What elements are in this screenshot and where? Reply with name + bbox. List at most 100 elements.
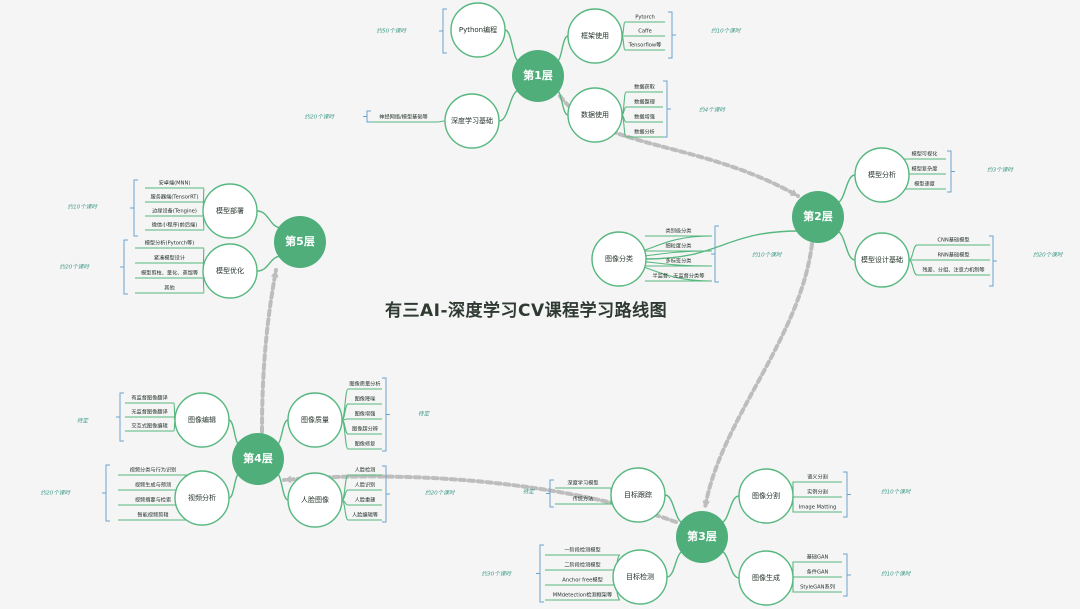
branch-node: 视频分析 — [174, 470, 230, 526]
branch-connector — [719, 495, 740, 524]
layer-node-label: 第5层 — [285, 234, 315, 248]
group-bracket — [382, 465, 390, 523]
branch-node-circle — [202, 243, 258, 299]
leaf-item-label: 语义分割 — [807, 473, 828, 481]
leaf-item-label: 多标签分类 — [666, 257, 692, 265]
layer-node-label: 第2层 — [803, 209, 833, 223]
branch-node-circle — [174, 392, 230, 448]
leaf-connector — [792, 496, 842, 498]
branch-node: 目标检测 — [612, 549, 668, 605]
hours-note: 约20个课时 — [425, 490, 456, 497]
hours-note: 约20个课时 — [1033, 252, 1064, 259]
leaf-item-label: 残差、分组、注意力机制等 — [922, 266, 984, 274]
group-bracket — [102, 464, 110, 522]
branch-node-label: 深度学习基础 — [451, 116, 493, 125]
hours-note: 约3个课时 — [987, 167, 1014, 174]
group-bracket — [116, 392, 124, 442]
leaf-item-label: 边缘设备(Tengine) — [152, 207, 197, 215]
branch-node-label: 图像质量 — [301, 415, 329, 424]
leaf-item-label: 实例分割 — [807, 488, 828, 496]
hours-note: 约20个课时 — [60, 264, 91, 271]
branch-node: Python编程 — [450, 2, 506, 58]
hours-note: 约30个课时 — [482, 571, 513, 578]
leaf-item-label: MMdetection检测框架等 — [553, 591, 612, 599]
leaf-item-label: 人脸编辑等 — [352, 511, 378, 519]
branch-node: 模型设计基础 — [854, 232, 910, 288]
branch-node-label: 图像编辑 — [188, 415, 216, 424]
leaf-connector — [792, 576, 842, 578]
branch-node: 图像质量 — [287, 392, 343, 448]
leaf-connector — [908, 259, 990, 276]
branch-node: 目标跟踪 — [610, 467, 666, 523]
group-bracket — [363, 110, 371, 123]
branch-node-circle — [738, 550, 794, 606]
branch-node: 模型分析 — [854, 147, 910, 203]
leaf-item-label: Anchor free模型 — [562, 576, 603, 584]
branch-node-circle — [450, 2, 506, 58]
branch-node-label: 视频分析 — [188, 493, 216, 502]
leaf-item-label: 图像降噪 — [355, 395, 377, 403]
branch-node-circle — [612, 549, 668, 605]
leaf-item-label: 其他 — [164, 284, 174, 292]
leaf-item-label: Image Matting — [799, 505, 837, 511]
layer-node-label: 第1层 — [523, 68, 553, 82]
leaf-item-label: 图像修复 — [355, 440, 376, 448]
branch-node-circle — [174, 470, 230, 526]
branch-connector — [645, 230, 800, 260]
branch-connector — [228, 472, 241, 499]
layer-node-circle — [274, 216, 326, 268]
layer-node: 第4层 — [232, 433, 284, 485]
branch-node-circle — [202, 183, 258, 239]
group-bracket — [382, 377, 390, 452]
leaf-item-label: 图像超分辨 — [352, 425, 378, 433]
leaf-connector — [125, 416, 176, 421]
branch-node-circle — [591, 231, 647, 287]
hours-note: 约10个课时 — [711, 28, 742, 35]
arrow-layer2-to-layer3 — [703, 242, 814, 510]
group-bracket — [663, 80, 671, 138]
leaf-item-label: 紧凑模型设计 — [154, 254, 185, 262]
hours-note: 约10个课时 — [752, 252, 783, 259]
layer-node: 第3层 — [676, 511, 728, 563]
layer-node-label: 第4层 — [243, 451, 273, 465]
leaf-item-label: 交互式图像编辑 — [131, 422, 167, 430]
branch-node: 框架使用 — [567, 8, 623, 64]
branch-node: 人脸图像 — [287, 472, 343, 528]
branch-node-circle — [610, 467, 666, 523]
hours-note: 约10个课时 — [881, 571, 912, 578]
branch-connector — [275, 472, 289, 501]
leaf-item-label: 安卓端(MNN) — [159, 179, 191, 187]
layer-node: 第2层 — [792, 191, 844, 243]
branch-node-circle — [287, 392, 343, 448]
branch-connector — [504, 29, 521, 63]
leaf-item-label: 图像质量分析 — [349, 380, 380, 388]
hours-note: 约10个课时 — [881, 489, 912, 496]
leaf-item-label: 细粒度分类 — [666, 242, 692, 250]
leaf-item-label: Caffe — [638, 29, 652, 35]
leaf-item-label: 视频分类与行为识别 — [130, 466, 177, 474]
branch-node-circle — [567, 8, 623, 64]
branch-connector — [835, 174, 856, 204]
group-bracket — [668, 11, 676, 59]
branch-connector — [719, 550, 740, 579]
leaf-item-label: 模型可视化 — [912, 150, 938, 158]
leaf-item-label: StyleGAN系列 — [800, 583, 835, 591]
leaf-item-label: 服务器端(TensorRT) — [151, 193, 199, 201]
layer-node-circle — [792, 191, 844, 243]
branch-node-label: 模型部署 — [216, 206, 244, 215]
branch-node-label: 模型优化 — [216, 266, 244, 275]
leaf-item-label: 数据增强 — [634, 113, 655, 121]
leaf-item-label: 基础GAN — [807, 553, 829, 561]
leaf-item-label: 半监督、无监督分类等 — [653, 272, 705, 280]
group-bracket — [546, 479, 554, 508]
leaf-item-label: 模型剪枝、量化、蒸馏等 — [141, 269, 198, 277]
layer-node: 第5层 — [274, 216, 326, 268]
hours-note: 约50个课时 — [377, 28, 408, 35]
hours-note: 待定 — [523, 489, 536, 496]
branch-node-circle — [854, 147, 910, 203]
branch-node-label: 框架使用 — [581, 31, 609, 40]
layer-node: 第1层 — [512, 50, 564, 102]
leaf-item-label: 人脸检测 — [355, 466, 376, 474]
arrow-layer1-to-layer2-head — [790, 189, 798, 196]
